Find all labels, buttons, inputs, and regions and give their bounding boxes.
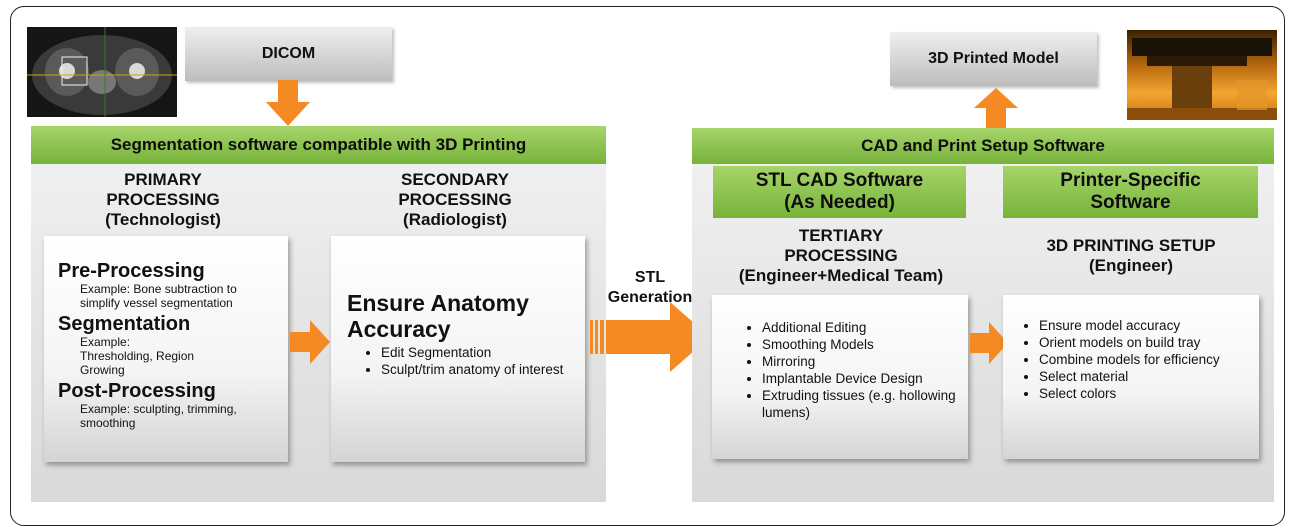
- secondary-processing-heading: SECONDARY PROCESSING (Radiologist): [398, 170, 512, 229]
- right-arrow-icon: [290, 320, 330, 364]
- pre-processing-example: Example: Bone subtraction to simplify ve…: [80, 282, 237, 310]
- ct-scan-thumbnail: [27, 27, 177, 117]
- segmentation-title: Segmentation: [58, 313, 191, 335]
- primary-processing-card: Pre-Processing Example: Bone subtraction…: [44, 236, 288, 462]
- segmentation-example: Example: Thresholding, Region Growing: [80, 335, 195, 377]
- printing-setup-heading: 3D PRINTING SETUP (Engineer): [1046, 236, 1216, 275]
- tertiary-item: Extruding tissues (e.g. hollowing lumens…: [762, 387, 960, 421]
- stl-generation-label: STL Generation: [607, 269, 693, 306]
- down-arrow-icon: [266, 80, 310, 126]
- stl-arrow-icon: [606, 302, 710, 372]
- dicom-box: DICOM: [185, 27, 392, 81]
- ensure-anatomy-title: Ensure Anatomy Accuracy: [347, 290, 529, 342]
- cad-print-panel-title: CAD and Print Setup Software: [692, 128, 1274, 164]
- stl-cad-software-box: STL CAD Software (As Needed): [713, 166, 966, 218]
- printed-model-box: 3D Printed Model: [890, 32, 1097, 86]
- post-processing-title: Post-Processing: [58, 380, 216, 402]
- secondary-processing-card: Ensure Anatomy Accuracy Edit Segmentatio…: [331, 236, 585, 462]
- printer-item: Select colors: [1039, 385, 1251, 402]
- primary-processing-heading: PRIMARY PROCESSING (Technologist): [105, 170, 221, 229]
- tertiary-item: Smoothing Models: [762, 336, 960, 353]
- post-processing-example: Example: sculpting, trimming, smoothing: [80, 402, 237, 430]
- printer-item: Ensure model accuracy: [1039, 317, 1251, 334]
- printer-item: Orient models on build tray: [1039, 334, 1251, 351]
- 3d-printer-thumbnail: [1127, 30, 1277, 120]
- dicom-label: DICOM: [261, 45, 316, 62]
- secondary-item: Sculpt/trim anatomy of interest: [381, 361, 573, 378]
- up-arrow-icon: [974, 88, 1018, 130]
- right-arrow-icon: [970, 322, 1008, 364]
- tertiary-processing-card: Additional Editing Smoothing Models Mirr…: [712, 295, 968, 459]
- printing-setup-card: Ensure model accuracy Orient models on b…: [1003, 295, 1259, 459]
- tertiary-item: Additional Editing: [762, 319, 960, 336]
- pre-processing-title: Pre-Processing: [58, 260, 205, 282]
- printed-model-label: 3D Printed Model: [928, 50, 1059, 67]
- segmentation-panel-title: Segmentation software compatible with 3D…: [31, 126, 606, 164]
- tertiary-item: Mirroring: [762, 353, 960, 370]
- printer-item: Combine models for efficiency: [1039, 351, 1251, 368]
- printer-specific-software-box: Printer-Specific Software: [1003, 166, 1258, 218]
- printer-item: Select material: [1039, 368, 1251, 385]
- tertiary-processing-heading: TERTIARY PROCESSING (Engineer+Medical Te…: [738, 226, 944, 285]
- tertiary-item: Implantable Device Design: [762, 370, 960, 387]
- stl-arrow: [590, 302, 710, 372]
- secondary-item: Edit Segmentation: [381, 344, 573, 361]
